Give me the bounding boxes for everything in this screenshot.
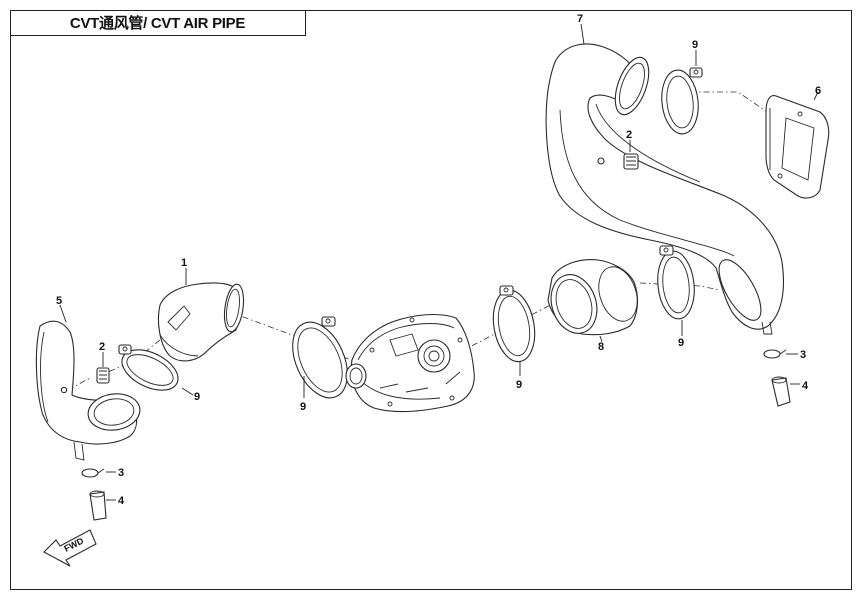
callout-numbers: 1 2 2 3 3 4 4 5 6 7 8 9 9 9 9 9 [56, 13, 821, 507]
part-9-clamp-lower-right [657, 245, 695, 320]
callout-2-left: 2 [99, 341, 105, 353]
title-box: CVT通风管/ CVT AIR PIPE [10, 10, 306, 36]
part-3-clamp-left [81, 468, 105, 478]
callout-9-left: 9 [194, 391, 200, 403]
diagram-title: CVT通风管/ CVT AIR PIPE [69, 15, 246, 32]
callout-8: 8 [598, 341, 604, 353]
callout-4-right: 4 [802, 380, 809, 392]
callout-9-lower-right: 9 [678, 337, 684, 349]
callout-9-upper: 9 [692, 39, 698, 51]
callout-9-center-left: 9 [300, 401, 306, 413]
part-9-clamp-left [118, 344, 179, 391]
part-8-coupler [547, 259, 639, 336]
fwd-arrow: FWD [43, 529, 97, 567]
cvt-cover-housing [345, 314, 475, 413]
callout-3-right: 3 [800, 349, 806, 361]
part-2-grommet-left [96, 367, 110, 384]
callout-9-center-right: 9 [516, 379, 522, 391]
part-9-clamp-center-left [292, 316, 348, 399]
part-7-large-duct [545, 43, 785, 335]
part-3-clamp-right [763, 349, 787, 359]
diagram-frame [10, 10, 852, 590]
part-4-cap-right [771, 376, 791, 407]
part-2-grommet-right [597, 153, 639, 170]
callout-1: 1 [181, 257, 187, 269]
callout-6: 6 [815, 85, 821, 97]
part-9-clamp-upper [661, 67, 703, 135]
part-9-clamp-center-right [492, 285, 536, 363]
leader-lines [59, 23, 819, 501]
callout-4-left: 4 [118, 495, 125, 507]
callout-3-left: 3 [118, 467, 124, 479]
callout-2-right: 2 [626, 129, 632, 141]
part-4-cap-left [89, 490, 107, 521]
part-6-adapter [765, 95, 830, 199]
part-1-elbow-duct [157, 282, 245, 362]
callout-7: 7 [577, 13, 583, 25]
callout-5: 5 [56, 295, 62, 307]
part-5-air-housing-left [35, 320, 141, 461]
